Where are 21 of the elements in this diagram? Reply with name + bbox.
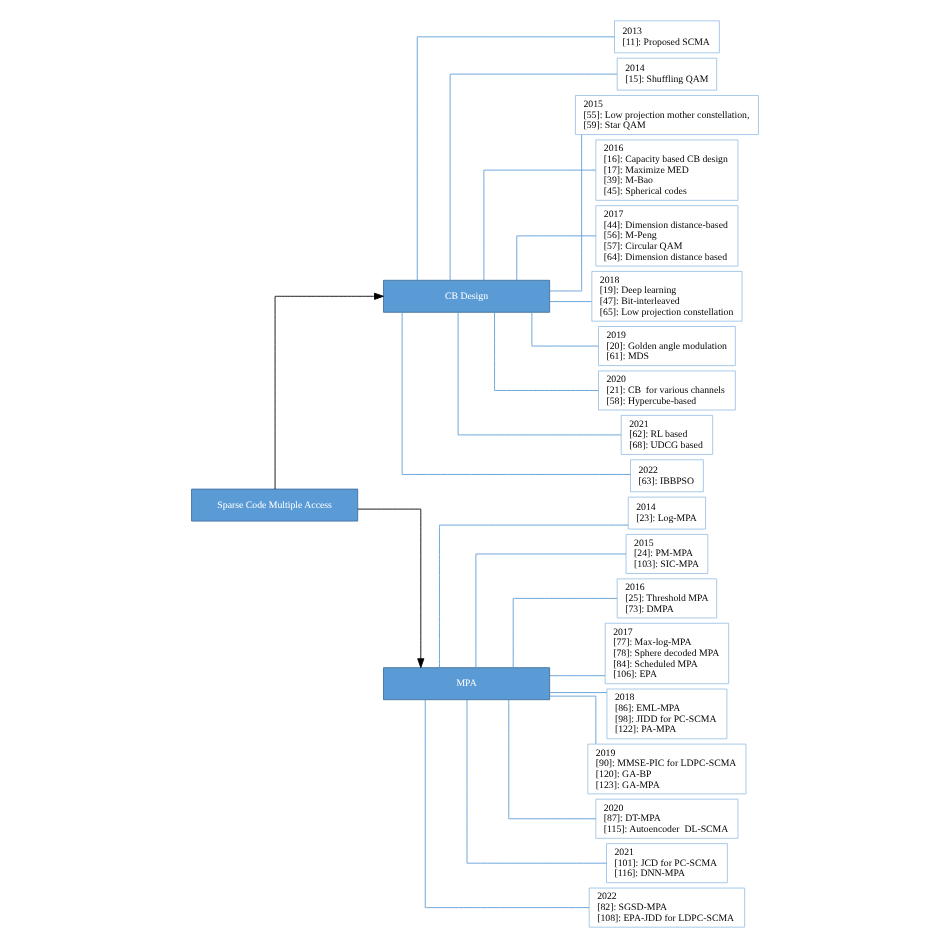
connector — [493, 312, 598, 391]
connector — [511, 597, 617, 669]
connector — [530, 311, 598, 347]
connector — [548, 695, 596, 745]
arrow — [273, 292, 383, 490]
connector — [456, 312, 621, 436]
connector — [465, 699, 606, 864]
connector — [548, 675, 605, 677]
connector — [482, 169, 596, 281]
connector — [474, 553, 626, 668]
arrow — [356, 508, 424, 669]
connector — [515, 235, 596, 281]
connector — [415, 36, 614, 281]
connector — [548, 301, 592, 303]
connector — [423, 699, 589, 909]
connector — [548, 692, 607, 694]
connector — [548, 134, 582, 292]
connector — [448, 73, 617, 281]
connector — [400, 311, 630, 475]
connector — [507, 699, 596, 820]
connector — [438, 524, 628, 669]
